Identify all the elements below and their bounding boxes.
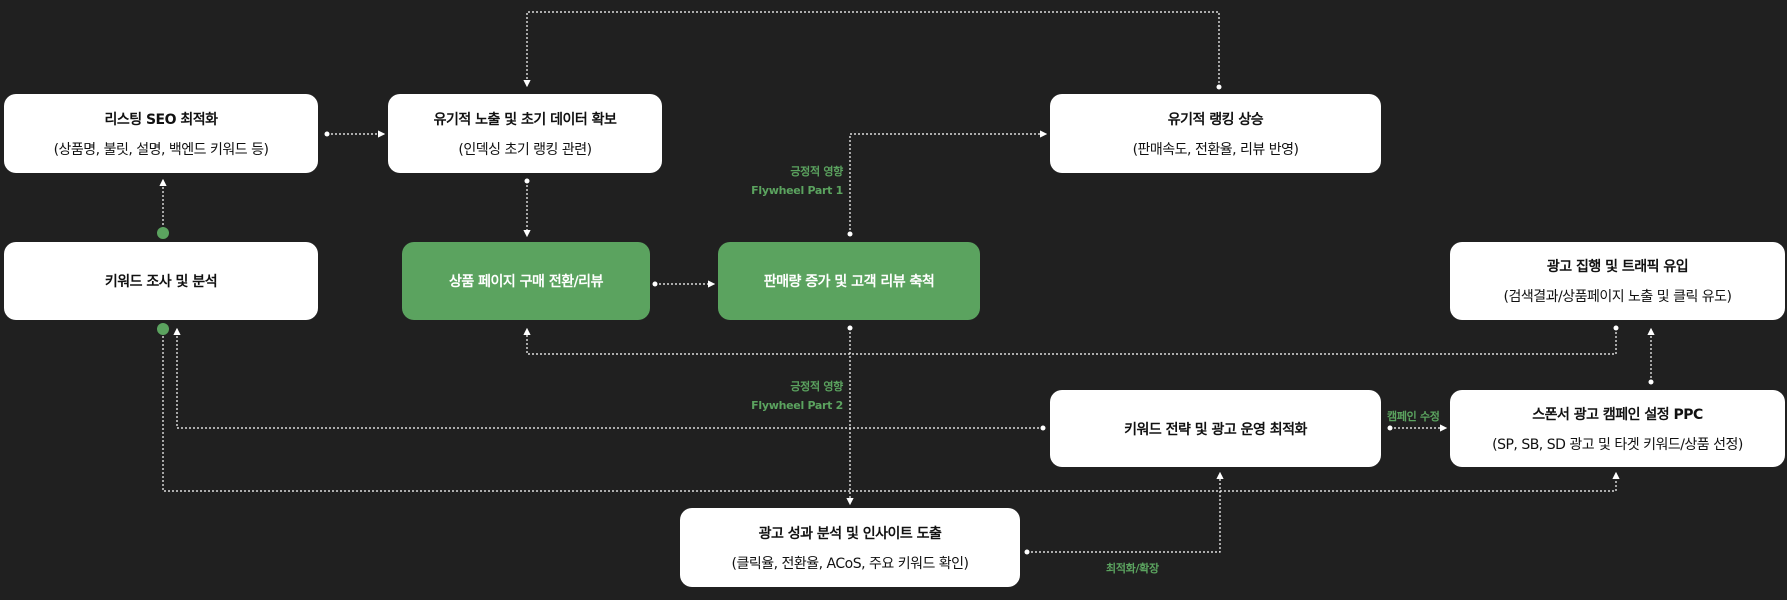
node-title: 스폰서 광고 캠페인 설정 PPC [1532,406,1703,423]
node-subtitle: (판매속도, 전환율, 리뷰 반영) [1132,141,1299,158]
node-product-page: 상품 페이지 구매 전환/리뷰 [402,242,650,320]
node-title: 판매량 증가 및 고객 리뷰 축척 [763,274,935,290]
node-title: 상품 페이지 구매 전환/리뷰 [449,274,603,290]
node-title: 리스팅 SEO 최적화 [104,111,218,128]
edge-strategy-to-keyword [173,327,1043,429]
node-subtitle: (클릭율, 전환율, ACoS, 주요 키워드 확인) [731,555,969,572]
node-organic-exposure: 유기적 노출 및 초기 데이터 확보 (인덱싱 초기 랭킹 관련) [388,94,662,173]
node-listing-seo: 리스팅 SEO 최적화 (상품명, 불릿, 설명, 백엔드 키워드 등) [4,94,318,173]
connector-dot-green [157,227,169,239]
edge-analysis-to-strategy [1027,471,1224,553]
edge-keyword-to-ppc [162,328,1620,492]
edge-label-flywheel1: 긍정적 영향 Flywheel Part 1 [751,163,843,197]
node-title: 광고 집행 및 트래픽 유입 [1546,259,1689,275]
node-title: 유기적 랭킹 상승 [1167,111,1264,128]
node-title: 광고 성과 분석 및 인사이트 도출 [758,525,942,542]
node-keyword-research: 키워드 조사 및 분석 [4,242,318,320]
edge-label-line: 긍정적 영향 [790,380,843,393]
node-sales-growth: 판매량 증가 및 고객 리뷰 축척 [718,242,980,320]
edge-label-line: 긍정적 영향 [790,165,843,178]
node-subtitle: (SP, SB, SD 광고 및 타겟 키워드/상품 선정) [1492,436,1743,453]
node-title: 키워드 전략 및 광고 운영 최적화 [1124,421,1307,438]
node-title: 유기적 노출 및 초기 데이터 확보 [433,111,617,128]
edge-label-line: Flywheel Part 2 [751,399,843,412]
node-subtitle: (인덱싱 초기 랭킹 관련) [458,141,592,158]
node-subtitle: (상품명, 불릿, 설명, 백엔드 키워드 등) [53,141,269,158]
edge-label-line: Flywheel Part 1 [751,184,843,197]
node-ad-analysis: 광고 성과 분석 및 인사이트 도출 (클릭율, 전환율, ACoS, 주요 키… [680,508,1020,587]
node-subtitle: (검색결과/상품페이지 노출 및 클릭 유도) [1503,289,1732,305]
node-ad-traffic: 광고 집행 및 트래픽 유입 (검색결과/상품페이지 노출 및 클릭 유도) [1450,242,1785,320]
node-organic-ranking: 유기적 랭킹 상승 (판매속도, 전환율, 리뷰 반영) [1050,94,1381,173]
edge-traffic-to-product [523,327,1617,355]
edge-label-flywheel2: 긍정적 영향 Flywheel Part 2 [751,378,843,412]
edge-label-campaign-edit: 캠페인 수정 [1387,410,1440,423]
edge-ranking-to-exposure [523,11,1220,88]
node-sponsored-ppc: 스폰서 광고 캠페인 설정 PPC (SP, SB, SD 광고 및 타겟 키워… [1450,390,1785,467]
edge-sales-to-ranking [849,130,1048,234]
edge-label-optimize-expand: 최적화/확장 [1106,562,1159,575]
node-keyword-strategy: 키워드 전략 및 광고 운영 최적화 [1050,390,1381,467]
connector-dot-green [157,323,169,335]
node-title: 키워드 조사 및 분석 [104,274,218,290]
